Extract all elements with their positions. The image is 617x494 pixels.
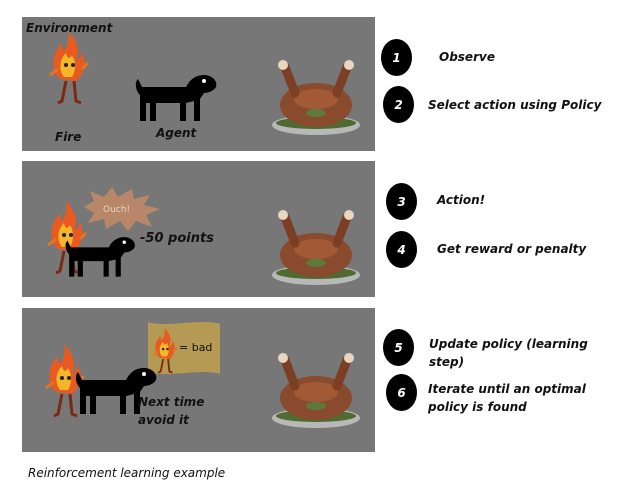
penalty-text: -50 points <box>140 231 214 246</box>
step-3-circle: 3 <box>386 183 417 220</box>
figure-caption: Reinforcement learning example <box>28 466 226 480</box>
step-6-label-line1: Iterate until an optimal <box>428 382 586 396</box>
dog-agent <box>65 237 135 277</box>
step-1-label: Observe <box>439 50 495 64</box>
next-time-line2: avoid it <box>138 413 189 427</box>
dog-agent <box>135 75 217 121</box>
bad-label: = bad <box>179 341 213 354</box>
step-4-circle: 4 <box>386 231 417 268</box>
next-time-line1: Next time <box>138 395 205 409</box>
turkey-image <box>269 57 363 135</box>
panel-update: = bad Next time avoid it <box>22 308 375 452</box>
step-2-circle: 2 <box>383 86 414 123</box>
ouch-text: Ouch! <box>103 205 131 215</box>
step-1-circle: 1 <box>381 39 412 76</box>
step-6-circle: 6 <box>386 374 417 411</box>
turkey-image <box>269 350 363 428</box>
turkey-image <box>269 207 363 285</box>
step-5-circle: 5 <box>383 329 414 366</box>
ouch-burst <box>84 187 160 231</box>
panel-observe: Environment Fire Agent <box>22 17 375 151</box>
fire-character <box>48 29 90 105</box>
agent-label: Agent <box>156 126 197 140</box>
step-5-label: Update policy (learning step) <box>429 337 588 369</box>
fire-label: Fire <box>55 130 82 144</box>
bad-sign-banner <box>148 322 220 374</box>
step-2-label: Select action using Policy <box>428 98 602 112</box>
dog-agent <box>75 368 157 414</box>
step-6-label-line2: policy is found <box>428 400 527 414</box>
step-3-label: Action! <box>437 193 486 207</box>
environment-label: Environment <box>26 21 113 35</box>
panel-action: Ouch! -50 points <box>22 161 375 297</box>
step-4-label: Get reward or penalty <box>437 242 587 256</box>
